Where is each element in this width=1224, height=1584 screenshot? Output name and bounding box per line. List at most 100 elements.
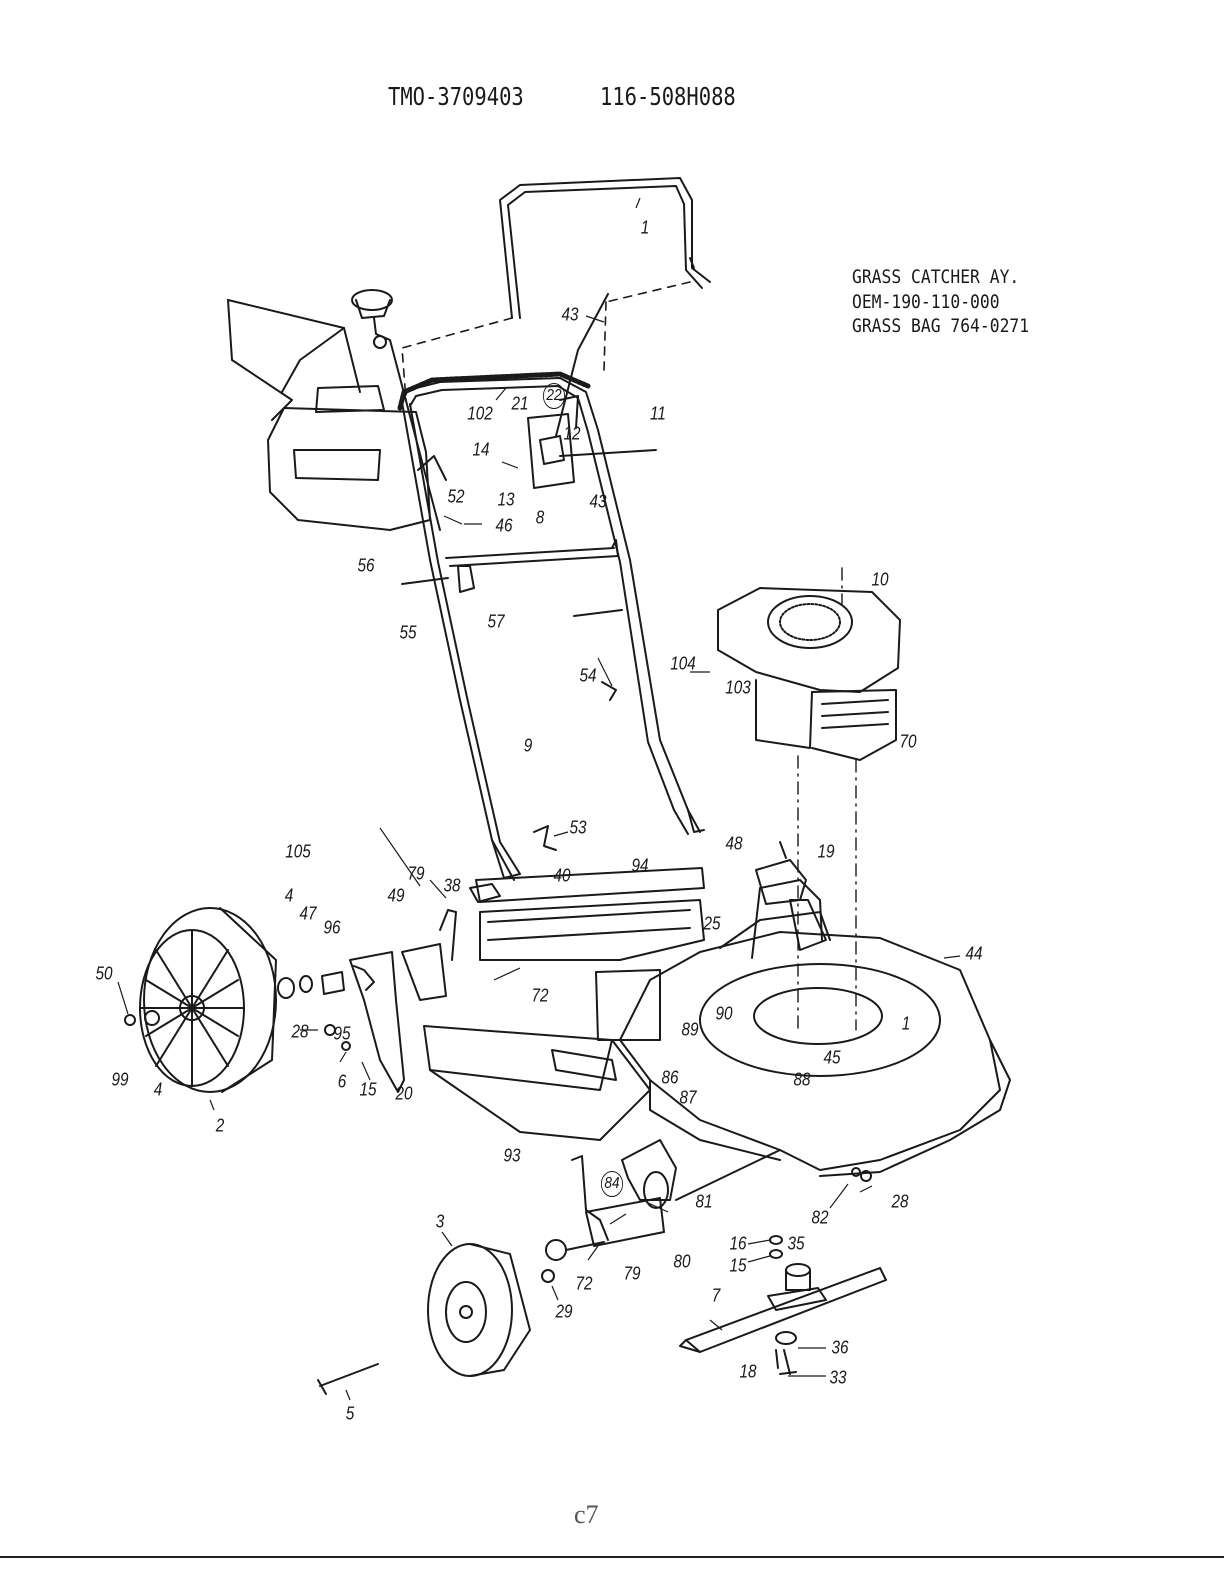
washer-36 bbox=[775, 1331, 797, 1345]
rear-door-93 bbox=[423, 1025, 651, 1141]
rope-guide-knob bbox=[351, 289, 441, 531]
callout-84: 84 bbox=[600, 1171, 624, 1197]
washer-15 bbox=[769, 1249, 783, 1259]
callout-10: 10 bbox=[871, 569, 889, 590]
handwritten-page-mark: c7 bbox=[574, 1500, 599, 1529]
control-cable bbox=[555, 293, 609, 437]
callout-20: 20 bbox=[395, 1083, 413, 1104]
callout-28: 28 bbox=[291, 1021, 309, 1042]
callout-54: 54 bbox=[579, 665, 597, 686]
callout-95: 95 bbox=[333, 1023, 351, 1044]
spacer-96 bbox=[321, 971, 345, 995]
callout-36: 36 bbox=[831, 1337, 849, 1358]
callout-3: 3 bbox=[435, 1211, 445, 1232]
callout-25: 25 bbox=[703, 913, 721, 934]
callout-29: 29 bbox=[555, 1301, 573, 1322]
callout-99: 99 bbox=[111, 1069, 129, 1090]
callout-56: 56 bbox=[357, 555, 375, 576]
control-bracket bbox=[527, 395, 657, 489]
grass-catcher-note-line1: GRASS CATCHER AY. bbox=[852, 266, 1020, 288]
callout-89: 89 bbox=[681, 1019, 699, 1040]
washer-47 bbox=[299, 975, 313, 993]
model-number-left: TMO-3709403 bbox=[388, 82, 524, 111]
callout-4: 4 bbox=[284, 885, 294, 906]
callout-49: 49 bbox=[387, 885, 405, 906]
rear-wheel bbox=[139, 907, 277, 1093]
handle-grip-foam bbox=[397, 371, 591, 411]
callout-87: 87 bbox=[679, 1087, 697, 1108]
nut-16 bbox=[769, 1235, 783, 1245]
blade-7 bbox=[679, 1267, 887, 1353]
callout-105: 105 bbox=[285, 841, 311, 862]
callout-102: 102 bbox=[467, 403, 493, 424]
bolt-33 bbox=[779, 1349, 797, 1375]
callout-15-lower: 15 bbox=[729, 1255, 747, 1276]
upper-handle bbox=[499, 177, 711, 319]
bottom-rule bbox=[0, 1556, 1224, 1558]
callout-104: 104 bbox=[670, 653, 696, 674]
handle-guide-dashes bbox=[401, 281, 691, 401]
callout-88: 88 bbox=[793, 1069, 811, 1090]
callout-40: 40 bbox=[553, 865, 571, 886]
lower-handle bbox=[401, 377, 705, 881]
callout-16: 16 bbox=[729, 1233, 747, 1254]
callout-5: 5 bbox=[345, 1403, 355, 1424]
callout-81: 81 bbox=[695, 1191, 713, 1212]
rear-bracket-19 bbox=[755, 841, 827, 951]
bearing-4 bbox=[277, 977, 295, 999]
clip-53 bbox=[533, 825, 557, 851]
callout-79-lower: 79 bbox=[623, 1263, 641, 1284]
handle-cross-bar bbox=[445, 539, 619, 567]
callout-11: 11 bbox=[650, 403, 666, 424]
callout-13: 13 bbox=[497, 489, 515, 510]
callout-4-lower: 4 bbox=[153, 1079, 163, 1100]
nut-28b bbox=[860, 1170, 872, 1182]
callout-22: 22 bbox=[542, 383, 566, 409]
hub-cap-50 bbox=[124, 1014, 136, 1026]
callout-47: 47 bbox=[299, 903, 317, 924]
grass-catcher bbox=[227, 299, 447, 531]
front-wheel-bracket bbox=[541, 1155, 665, 1283]
callout-19: 19 bbox=[817, 841, 835, 862]
callout-7: 7 bbox=[711, 1285, 721, 1306]
front-wheel bbox=[427, 1243, 531, 1377]
callout-33: 33 bbox=[829, 1367, 847, 1388]
callout-1: 1 bbox=[640, 217, 650, 238]
grass-catcher-note-line3: GRASS BAG 764-0271 bbox=[852, 315, 1030, 337]
callout-35: 35 bbox=[787, 1233, 805, 1254]
model-number-right: 116-508H088 bbox=[600, 82, 736, 111]
callout-45: 45 bbox=[823, 1047, 841, 1068]
callout-14: 14 bbox=[472, 439, 490, 460]
callout-53: 53 bbox=[569, 817, 587, 838]
lock-18 bbox=[775, 1349, 779, 1369]
nut-28 bbox=[324, 1024, 336, 1036]
callout-90: 90 bbox=[715, 1003, 733, 1024]
callout-79: 79 bbox=[407, 863, 425, 884]
callout-94: 94 bbox=[631, 855, 649, 876]
callout-12: 12 bbox=[563, 423, 581, 444]
callout-6: 6 bbox=[337, 1071, 347, 1092]
callout-57: 57 bbox=[487, 611, 505, 632]
callout-9: 9 bbox=[523, 735, 533, 756]
handle-bolt-55 bbox=[401, 577, 449, 585]
callout-96: 96 bbox=[323, 917, 341, 938]
callout-86: 86 bbox=[661, 1067, 679, 1088]
callout-80: 80 bbox=[673, 1251, 691, 1272]
callout-1-deck: 1 bbox=[901, 1013, 911, 1034]
baffle-81 bbox=[621, 1139, 677, 1209]
grass-catcher-note-line2: OEM-190-110-000 bbox=[852, 291, 1000, 313]
callout-55: 55 bbox=[399, 622, 417, 643]
callout-18: 18 bbox=[739, 1361, 757, 1382]
callout-82: 82 bbox=[811, 1207, 829, 1228]
cable-clip-54 bbox=[573, 609, 623, 701]
callout-44: 44 bbox=[965, 943, 983, 964]
callout-103: 103 bbox=[725, 677, 751, 698]
washer-95 bbox=[341, 1041, 351, 1051]
callout-28-lower: 28 bbox=[891, 1191, 909, 1212]
blade-adapter-35 bbox=[767, 1263, 827, 1311]
callout-46: 46 bbox=[495, 515, 513, 536]
axle-bolt-5 bbox=[317, 1363, 379, 1395]
handle-knob-57 bbox=[457, 565, 475, 593]
